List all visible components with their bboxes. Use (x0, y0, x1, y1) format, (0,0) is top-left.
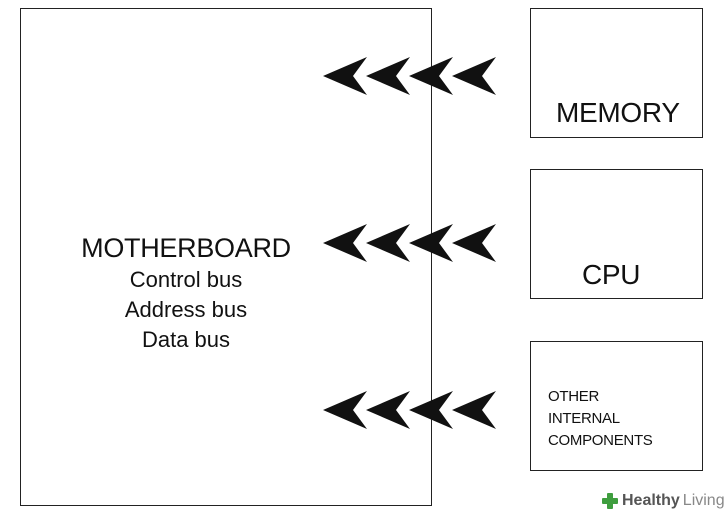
chevron-left-icon (452, 57, 496, 95)
cpu-box: CPU (530, 169, 703, 299)
healthy-living-watermark: Healthy Living (600, 490, 725, 512)
motherboard-title: MOTHERBOARD (81, 233, 291, 263)
arrow-group-other (323, 391, 496, 429)
data-bus-label: Data bus (141, 327, 231, 352)
motherboard-text: MOTHERBOARD Control bus Address bus Data… (21, 231, 351, 355)
address-bus-label: Address bus (124, 297, 248, 322)
memory-label: MEMORY (556, 97, 680, 128)
chevron-left-icon (366, 224, 410, 262)
other-components-label: OTHER INTERNAL COMPONENTS (548, 386, 653, 452)
motherboard-box: MOTHERBOARD Control bus Address bus Data… (20, 8, 432, 506)
chevron-left-icon (452, 224, 496, 262)
other-line-2: INTERNAL (548, 410, 620, 427)
watermark-word-living: Living (682, 492, 725, 509)
arrow-group-cpu (323, 224, 496, 262)
chevron-left-icon (366, 391, 410, 429)
control-bus-label: Control bus (129, 267, 243, 292)
arrow-group-memory (323, 57, 496, 95)
other-line-3: COMPONENTS (548, 432, 653, 449)
memory-box: MEMORY (530, 8, 703, 138)
chevron-left-icon (409, 57, 453, 95)
chevron-left-icon (409, 391, 453, 429)
chevron-left-icon (323, 57, 367, 95)
chevron-left-icon (323, 391, 367, 429)
plus-icon (602, 493, 618, 509)
other-line-1: OTHER (548, 388, 600, 405)
chevron-left-icon (409, 224, 453, 262)
chevron-left-icon (452, 391, 496, 429)
cpu-label: CPU (582, 259, 641, 290)
watermark-word-healthy: Healthy (622, 492, 680, 509)
other-components-box: OTHER INTERNAL COMPONENTS (530, 341, 703, 471)
chevron-left-icon (366, 57, 410, 95)
chevron-left-icon (323, 224, 367, 262)
